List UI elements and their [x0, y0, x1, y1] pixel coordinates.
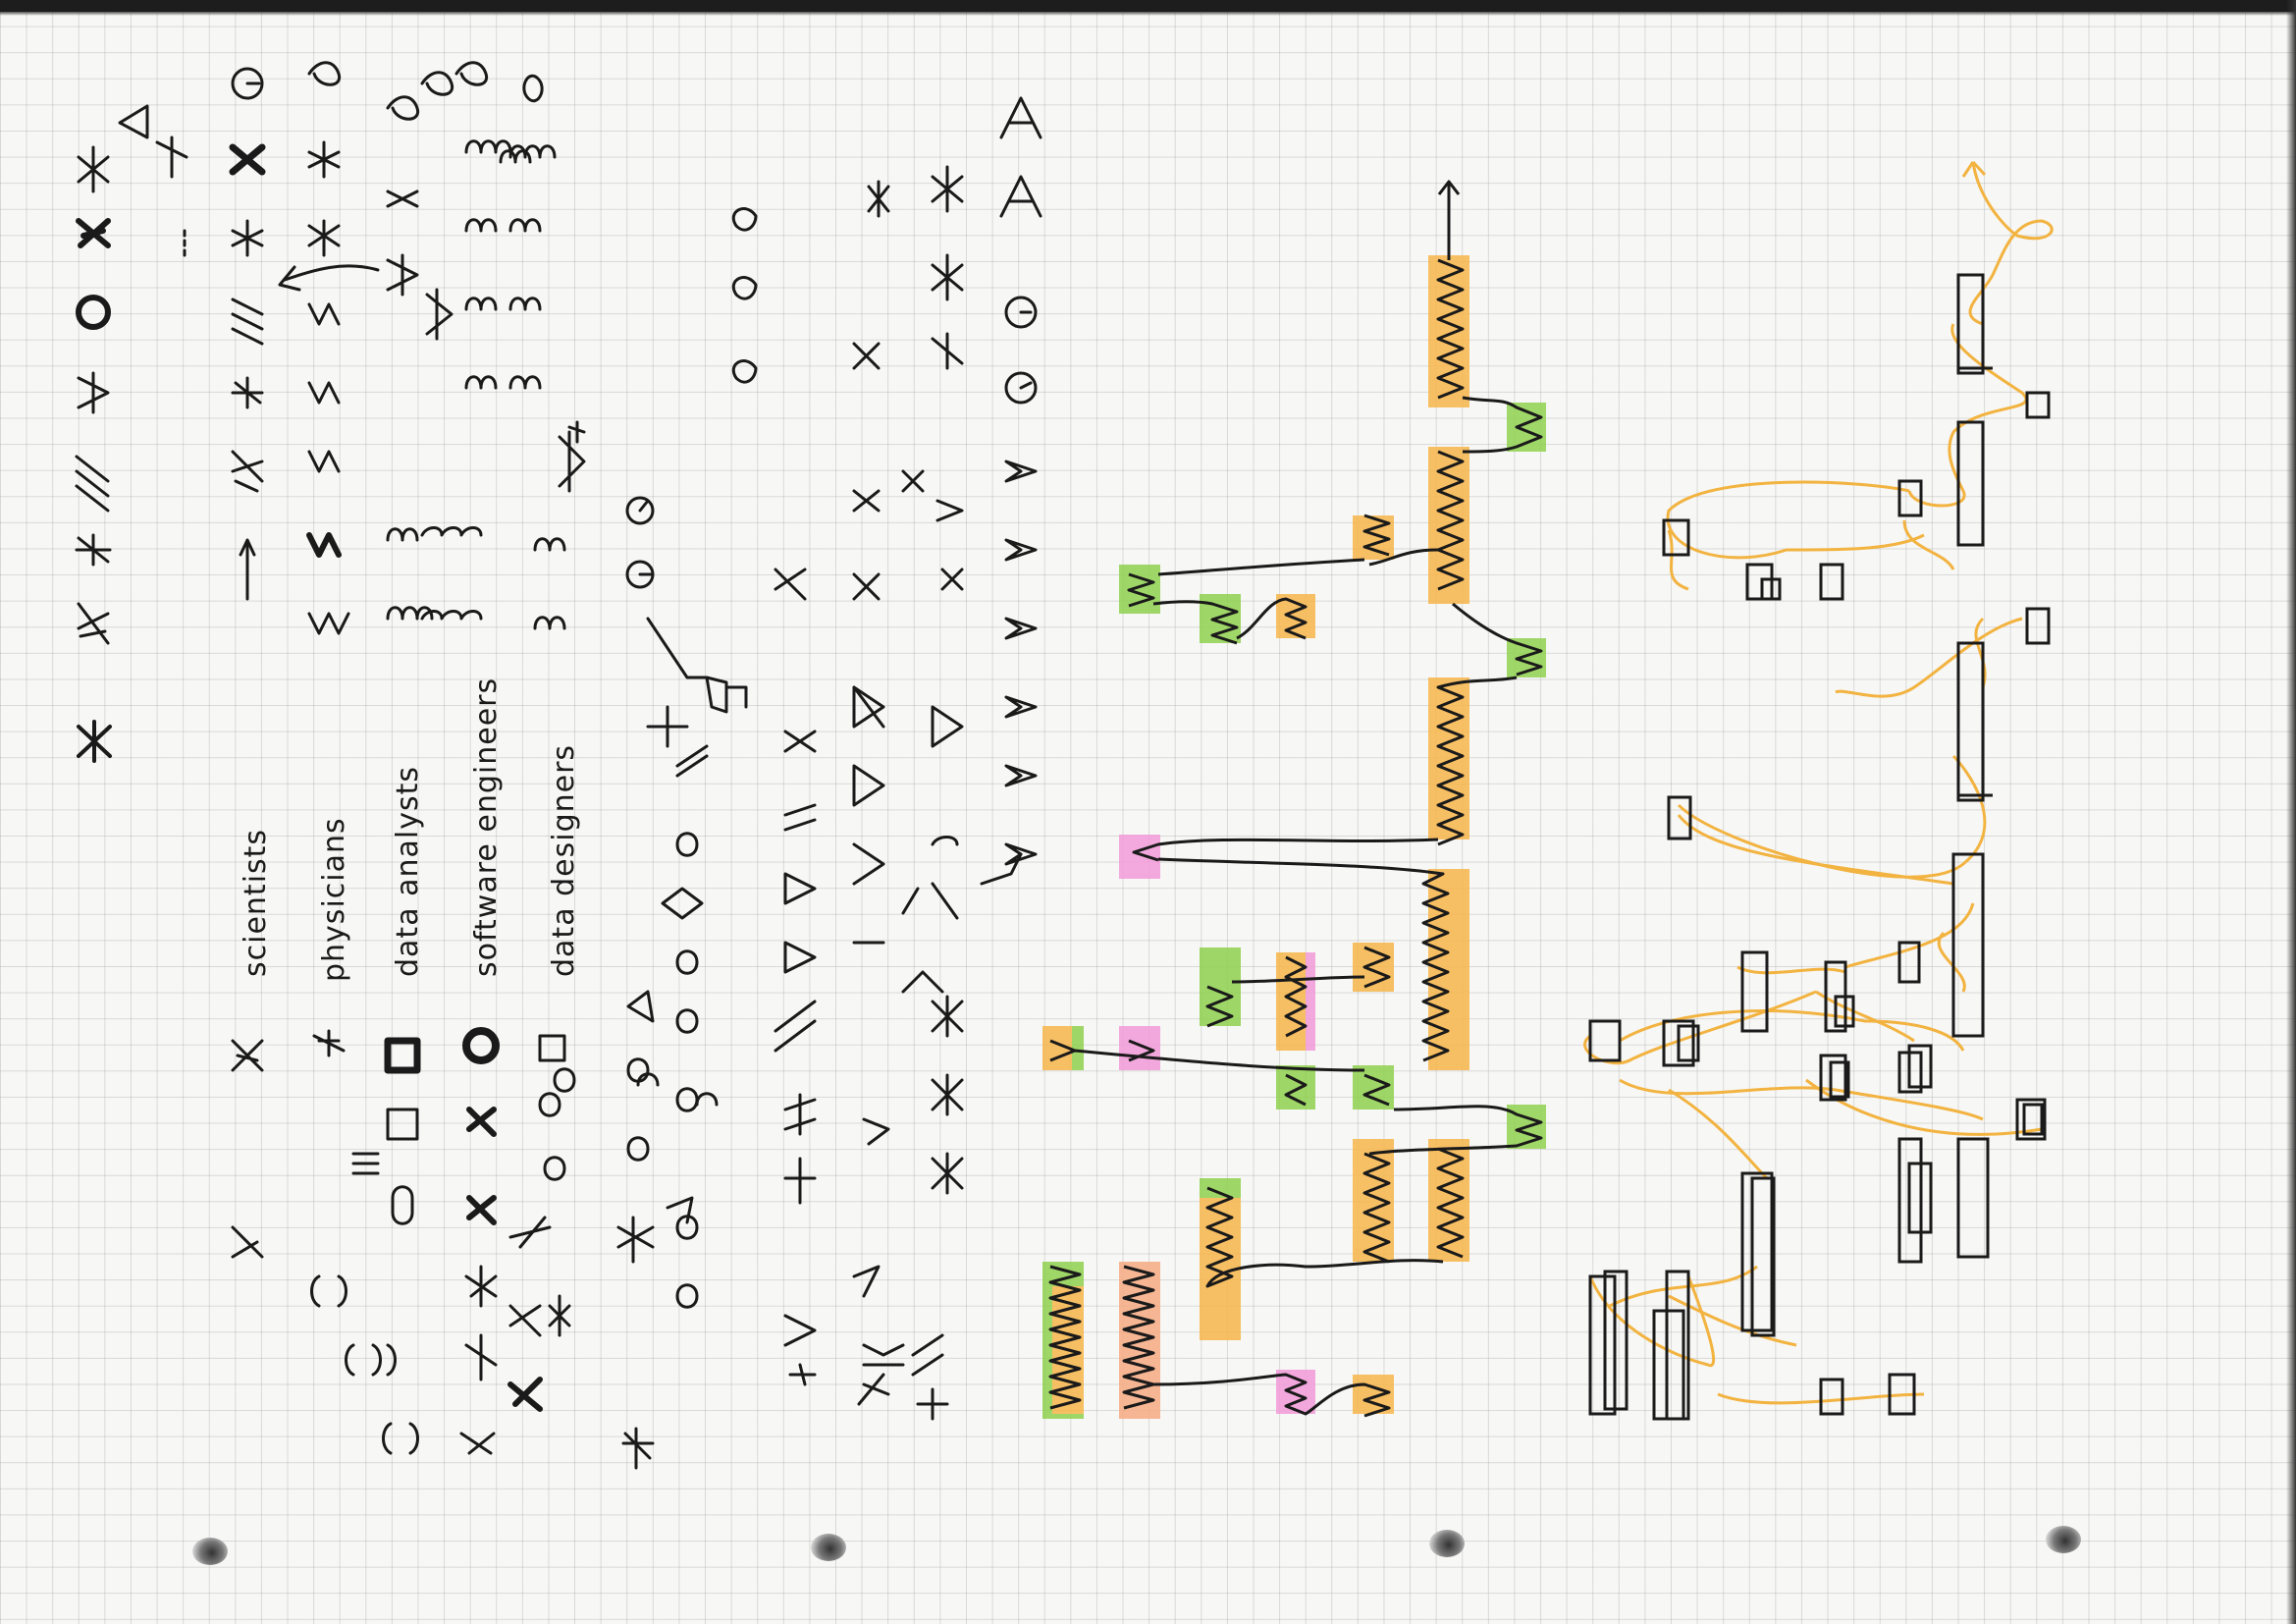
punch-hole: [2046, 1526, 2081, 1553]
glyph-column-4: [351, 61, 489, 1225]
rectangle-block: [1819, 1378, 1844, 1416]
highlight-block: [1200, 1178, 1241, 1198]
highlight-block: [1353, 1065, 1394, 1110]
timeline-arrow: [1437, 180, 1461, 260]
rectangle-block: [1829, 1060, 1850, 1099]
glyph-column-9: [852, 180, 944, 1406]
rectangle-block: [1897, 479, 1923, 517]
zigzag-segment: [1152, 1373, 1391, 1418]
rectangle-block: [1745, 563, 1774, 601]
zigzag-segment: [1157, 857, 1450, 1062]
rectangle-block: [2025, 391, 2051, 419]
rectangle-block: [1662, 1019, 1695, 1067]
zigzag-segment: [1436, 676, 1518, 846]
zigzag-link: [1132, 838, 1439, 862]
glyph-column-2: [229, 67, 380, 1259]
orange-loop-path: [1583, 160, 2054, 1405]
glyph-column-7: [616, 496, 748, 1470]
rectangle-block: [1750, 1176, 1776, 1337]
zigzag-segment: [1436, 258, 1465, 400]
zigzag-segment: [1452, 602, 1543, 677]
glyph-column-1: [75, 104, 188, 763]
rectangle-block: [1652, 1309, 1685, 1421]
zigzag-segment: [1152, 600, 1239, 645]
zigzag-segment: [1049, 1039, 1365, 1072]
rectangle-block: [1740, 950, 1769, 1033]
highlight-block: [1276, 1065, 1315, 1110]
zigzag-segment: [1362, 514, 1391, 557]
zigzag-segment: [1436, 1147, 1465, 1259]
zigzag-segment: [1362, 1152, 1391, 1264]
rectangle-block: [1897, 941, 1921, 984]
rectangle-block: [1603, 1270, 1629, 1411]
glyph-column-8: [732, 207, 817, 1386]
zigzag-link: [1368, 548, 1439, 567]
glyph-column-3: [306, 61, 419, 1455]
glyph-column-6: [499, 75, 586, 1412]
rectangle-block: [2015, 1098, 2047, 1141]
rectangle-block: [1677, 1024, 1700, 1062]
zigzag-segment: [1284, 1073, 1391, 1107]
rectangle-block: [1907, 1162, 1933, 1234]
rectangle-block: [2022, 1103, 2044, 1136]
rectangle-block: [1956, 641, 1985, 802]
zigzag-segment: [1368, 1105, 1543, 1156]
rectangle-block: [1956, 1137, 1990, 1259]
rectangle-block: [1665, 1270, 1690, 1421]
zigzag-segment: [1362, 946, 1391, 989]
glyph-column-5: [420, 139, 512, 1455]
rectangle-block: [1740, 1171, 1774, 1332]
highlight-block: [1428, 677, 1469, 839]
zigzag-segment: [1205, 1186, 1444, 1288]
punch-hole: [192, 1538, 228, 1565]
zigzag-link: [1157, 558, 1365, 576]
highlight-block: [1119, 835, 1160, 879]
highlight-block: [1119, 565, 1160, 614]
rectangle-block: [1667, 795, 1692, 840]
zigzag-segment: [1048, 1265, 1082, 1410]
scan-right-edge: [2286, 0, 2296, 1624]
rectangle-block: [1956, 273, 1985, 375]
rectangle-block: [2025, 607, 2051, 645]
rectangle-block: [1662, 518, 1690, 557]
highlight-block: [1119, 1026, 1160, 1070]
scan-top-edge: [0, 0, 2296, 12]
rectangle-block: [1819, 1054, 1847, 1102]
rectangle-block: [1760, 577, 1782, 601]
rectangle-block: [1888, 1373, 1916, 1416]
glyph-column-10: [901, 165, 964, 1421]
rectangle-block: [1819, 563, 1844, 601]
rectangle-block: [1588, 1274, 1617, 1416]
zigzag-segment: [1284, 955, 1308, 1038]
highlight-block: [1200, 1178, 1241, 1340]
zigzag-segment: [1462, 396, 1543, 454]
rectangle-block: [1834, 995, 1855, 1028]
glyph-column-11: [980, 96, 1042, 886]
rectangle-block: [1956, 420, 1985, 547]
scan-top-shadow: [0, 12, 2296, 16]
punch-hole: [1429, 1530, 1465, 1557]
zigzag-segment: [1205, 975, 1365, 1028]
zigzag-segment: [1436, 450, 1465, 591]
rectangle-block: [1588, 1019, 1622, 1062]
punch-hole: [811, 1534, 846, 1561]
zigzag-segment: [1127, 572, 1155, 608]
rectangle-block: [1897, 1137, 1923, 1264]
rectangle-block: [1907, 1044, 1933, 1089]
rectangle-block: [1951, 852, 1985, 1038]
zigzag-segment: [1236, 597, 1308, 640]
